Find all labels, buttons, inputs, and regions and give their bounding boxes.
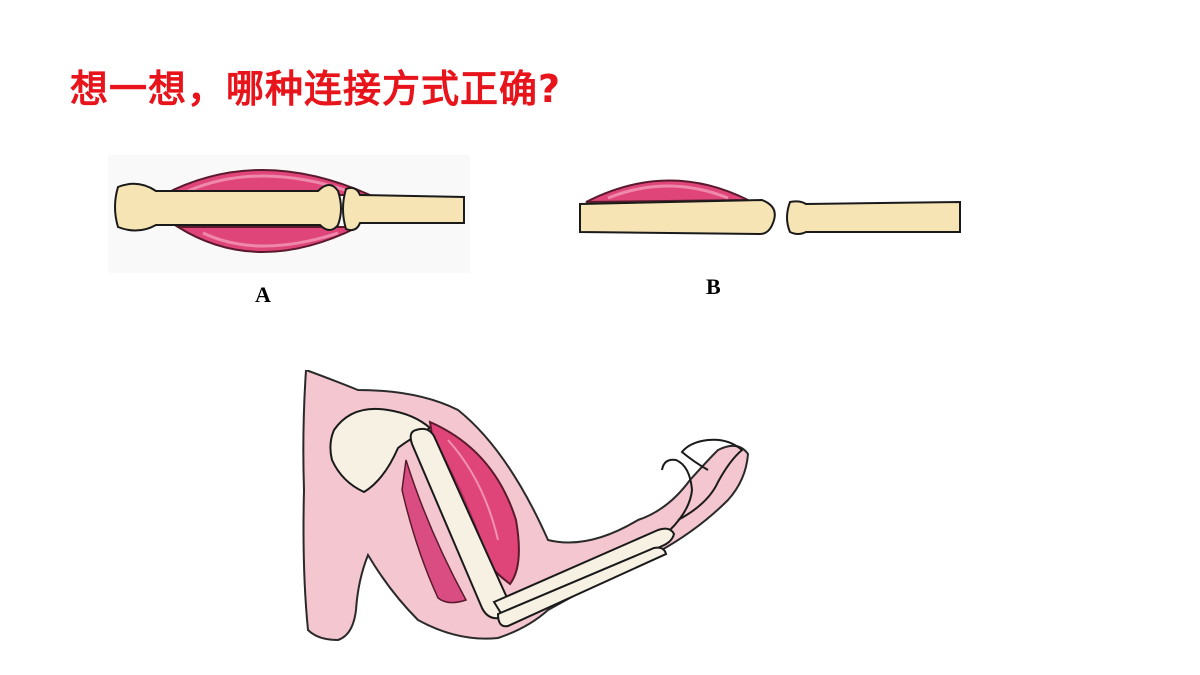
option-b-label: B [706,274,721,299]
diagram-option-a[interactable] [108,155,470,273]
ulna [496,546,668,628]
arm-illustration [298,370,758,660]
bone-b-left [579,198,776,236]
option-a-label: A [255,282,271,307]
bone-left [114,182,342,232]
muscle-b [585,179,749,203]
bone-right [342,186,465,232]
diagram-option-b[interactable] [578,170,962,240]
hand-bones [661,438,744,531]
bone-b-right [786,200,961,235]
scapula [329,407,432,494]
muscle-lower [174,226,359,253]
page-title: 想一想，哪种连接方式正确? [70,67,562,111]
